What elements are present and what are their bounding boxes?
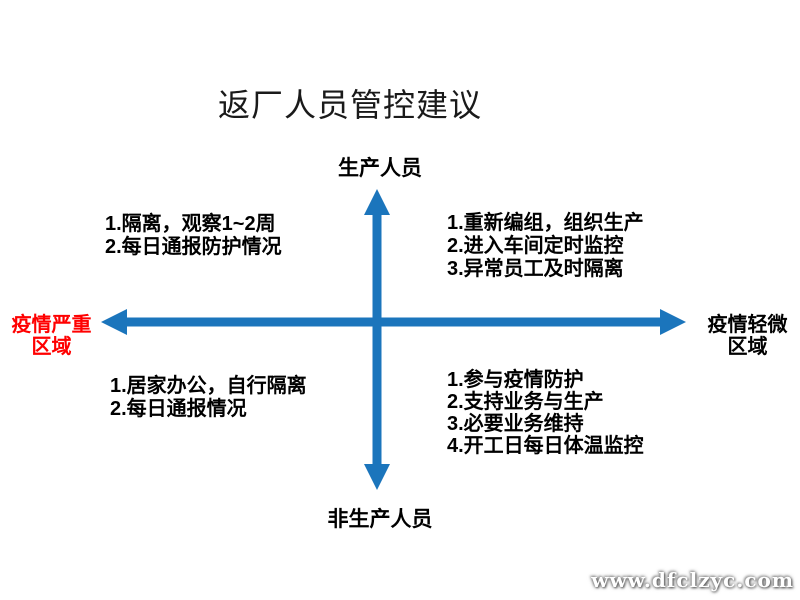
list-item: 3.必要业务维持 xyxy=(447,413,584,435)
arrow-down-icon xyxy=(364,464,390,490)
quadrant-bottom-left-list: 1.居家办公，自行隔离 2.每日通报情况 xyxy=(110,375,307,421)
list-item: 4.开工日每日体温监控 xyxy=(447,435,644,457)
list-item: 1.居家办公，自行隔离 xyxy=(110,375,307,397)
list-item: 1.隔离，观察1~2周 xyxy=(105,213,276,235)
page-title: 返厂人员管控建议 xyxy=(217,87,482,123)
axis-label-severe-region: 疫情严重 区域 xyxy=(4,314,99,358)
arrow-up-icon xyxy=(364,189,390,215)
list-item: 1.参与疫情防护 xyxy=(447,369,584,391)
axis-label-mild-region: 疫情轻微 区域 xyxy=(700,314,795,358)
list-item: 2.支持业务与生产 xyxy=(447,391,604,413)
quadrant-top-left-list: 1.隔离，观察1~2周 2.每日通报防护情况 xyxy=(105,213,282,259)
severe-region-line1: 疫情严重 xyxy=(11,314,92,336)
mild-region-line1: 疫情轻微 xyxy=(707,314,788,336)
arrow-right-icon xyxy=(660,309,686,335)
list-item: 3.异常员工及时隔离 xyxy=(447,258,624,280)
list-item: 2.每日通报情况 xyxy=(110,398,247,420)
list-item: 1.重新编组，组织生产 xyxy=(447,212,644,234)
quadrant-bottom-right-list: 1.参与疫情防护 2.支持业务与生产 3.必要业务维持 4.开工日每日体温监控 xyxy=(447,369,644,457)
axis-label-production: 生产人员 xyxy=(338,157,422,180)
arrow-left-icon xyxy=(101,309,127,335)
list-item: 2.每日通报防护情况 xyxy=(105,236,282,258)
severe-region-line2: 区域 xyxy=(31,336,72,358)
list-item: 2.进入车间定时监控 xyxy=(447,235,624,257)
quadrant-top-right-list: 1.重新编组，组织生产 2.进入车间定时监控 3.异常员工及时隔离 xyxy=(447,212,644,281)
axis-label-non-production: 非生产人员 xyxy=(327,508,433,531)
mild-region-line2: 区域 xyxy=(727,336,768,358)
watermark: www.dfclzyc.com xyxy=(591,568,794,592)
